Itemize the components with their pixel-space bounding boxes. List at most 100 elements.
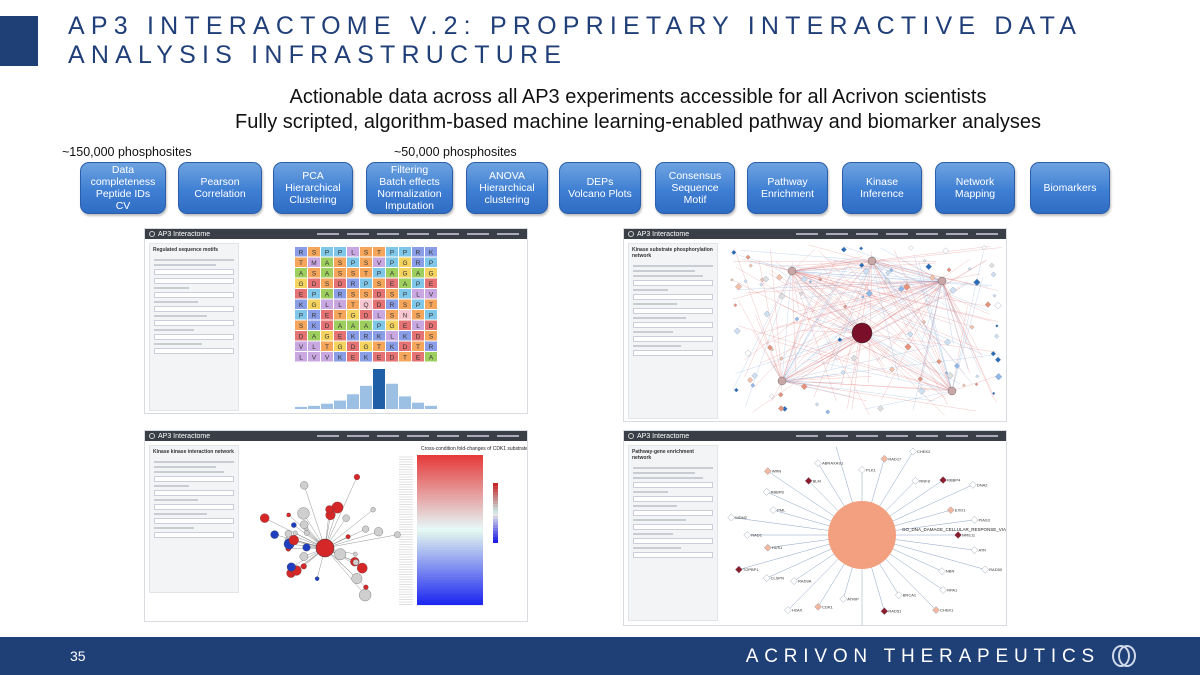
gene-label: MDM2	[735, 515, 748, 520]
heatmap-title: Cross-condition fold-changes of CDK1 sub…	[421, 446, 527, 452]
network-node	[877, 405, 884, 412]
gene-node	[790, 577, 798, 585]
heatmap-cell	[417, 512, 483, 516]
colorbar-cell	[493, 522, 498, 525]
colorbar-cell	[493, 540, 498, 543]
motif-cell	[386, 257, 398, 267]
network-edge	[781, 278, 909, 382]
motif-cell	[425, 352, 437, 362]
motif-cell	[373, 299, 385, 309]
network-node	[946, 267, 952, 273]
network-edge	[807, 359, 953, 392]
network-edge	[811, 381, 953, 392]
kk-node	[303, 530, 310, 536]
motif-letter: S	[403, 302, 408, 309]
network-node	[995, 373, 1003, 381]
motif-cell	[425, 299, 437, 309]
motif-letter: A	[338, 323, 343, 330]
motif-letter: E	[325, 313, 330, 320]
motif-cell	[347, 310, 359, 320]
motif-letter: E	[416, 355, 421, 362]
network-node	[794, 316, 800, 322]
motif-letter: P	[390, 260, 394, 267]
colorbar-cell	[493, 486, 498, 489]
motif-letter: L	[338, 302, 342, 309]
network-edge	[781, 296, 833, 382]
network-node	[781, 405, 788, 412]
heatmap-cell	[417, 487, 483, 491]
motif-letter: D	[338, 281, 343, 288]
motif-cell	[412, 310, 424, 320]
network-node	[893, 358, 897, 363]
network-edge	[876, 261, 953, 392]
motif-letter: A	[416, 271, 421, 278]
motif-cell	[308, 352, 320, 362]
slide-title: AP3 INTERACTOME V.2: PROPRIETARY INTERAC…	[68, 12, 1081, 69]
app-header: AP3 Interactome	[145, 229, 527, 239]
network-node	[926, 297, 931, 303]
kk-edge	[304, 485, 326, 549]
motif-cell	[373, 268, 385, 278]
gene-label: RAD1	[751, 533, 762, 538]
motif-letter: G	[389, 323, 394, 330]
hist-bar	[321, 403, 333, 409]
motif-letter: E	[351, 355, 356, 362]
network-node	[995, 324, 999, 328]
pipeline-step-pearson: Pearson Correlation	[178, 162, 262, 214]
motif-cell	[373, 289, 385, 299]
motif-cell	[321, 310, 333, 320]
colorbar-cell	[493, 495, 498, 498]
network-node	[897, 285, 905, 293]
motif-cell	[386, 331, 398, 341]
network-node	[917, 376, 923, 382]
network-edge	[781, 380, 852, 397]
network-node	[954, 362, 960, 369]
pipeline-step-kinase: Kinase Inference	[842, 162, 922, 214]
gene-node	[804, 477, 813, 485]
motif-cell	[308, 320, 320, 330]
motif-letter: P	[416, 281, 420, 288]
network-node	[904, 343, 912, 351]
gene-node	[735, 565, 743, 574]
heatmap-cell	[417, 482, 483, 486]
motif-letter: G	[402, 271, 407, 278]
kk-node	[300, 481, 309, 490]
network-edge	[861, 332, 997, 353]
network-edge	[851, 332, 863, 410]
motif-letter: E	[299, 292, 304, 299]
motif-letter: P	[429, 260, 433, 267]
network-edge	[904, 291, 953, 392]
network-node	[733, 303, 738, 308]
heatmap-cell	[417, 580, 483, 583]
network-edge	[791, 270, 797, 373]
motif-cell	[295, 310, 307, 320]
network-edge	[830, 260, 873, 370]
motif-letter: R	[416, 260, 421, 267]
network-edge	[878, 280, 943, 289]
heatmap-cell	[417, 497, 483, 501]
network-edge	[732, 279, 953, 392]
motif-letter: P	[364, 281, 368, 288]
motif-cell	[360, 299, 372, 309]
motif-letter: R	[338, 292, 343, 299]
pipeline-step-filtering: Filtering Batch effects Normalization Im…	[366, 162, 453, 214]
network-edge	[750, 262, 943, 282]
motif-cell	[295, 341, 307, 351]
motif-letter: S	[364, 260, 369, 267]
motif-cell	[334, 331, 346, 341]
app-logo-icon	[628, 433, 634, 439]
network-edge	[871, 260, 935, 344]
network-node	[974, 382, 979, 387]
network-edge	[941, 280, 968, 347]
gene-node	[969, 481, 977, 489]
motif-cell	[360, 310, 372, 320]
network-edge	[951, 276, 984, 392]
network-edge	[941, 280, 966, 321]
motif-cell	[360, 268, 372, 278]
motif-letter: S	[312, 271, 317, 278]
heatmap-cell	[417, 585, 483, 588]
motif-letter: S	[338, 260, 343, 267]
motif-letter: V	[299, 344, 304, 351]
network-edge	[840, 260, 873, 387]
